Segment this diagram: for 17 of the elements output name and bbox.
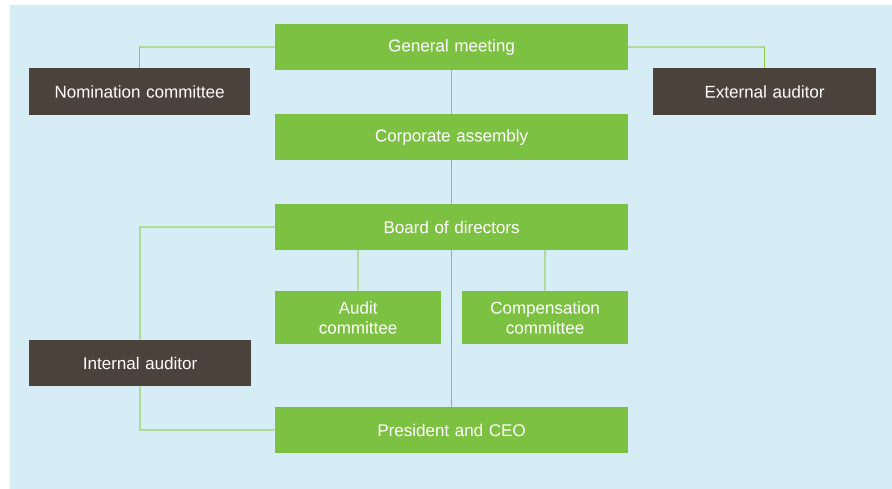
committee-box: Compensation committee — [462, 290, 628, 344]
connector-line — [451, 160, 452, 204]
connector-line — [140, 226, 276, 340]
connector-line — [139, 46, 276, 68]
connector-line — [544, 250, 546, 292]
connector-line — [451, 70, 452, 114]
process-box: Corporate assembly — [275, 114, 628, 160]
connector-line — [451, 250, 452, 408]
process-box: President and CEO — [275, 406, 628, 453]
process-box: Board of directors — [275, 204, 628, 250]
connector-line — [140, 386, 276, 430]
connector-line — [628, 46, 765, 68]
auditor-box: External auditor — [653, 68, 876, 115]
committee-box: Nomination committee — [29, 68, 250, 115]
committee-box: Audit committee — [275, 290, 441, 344]
auditor-box: Internal auditor — [29, 340, 251, 386]
process-box: General meeting — [275, 24, 628, 70]
